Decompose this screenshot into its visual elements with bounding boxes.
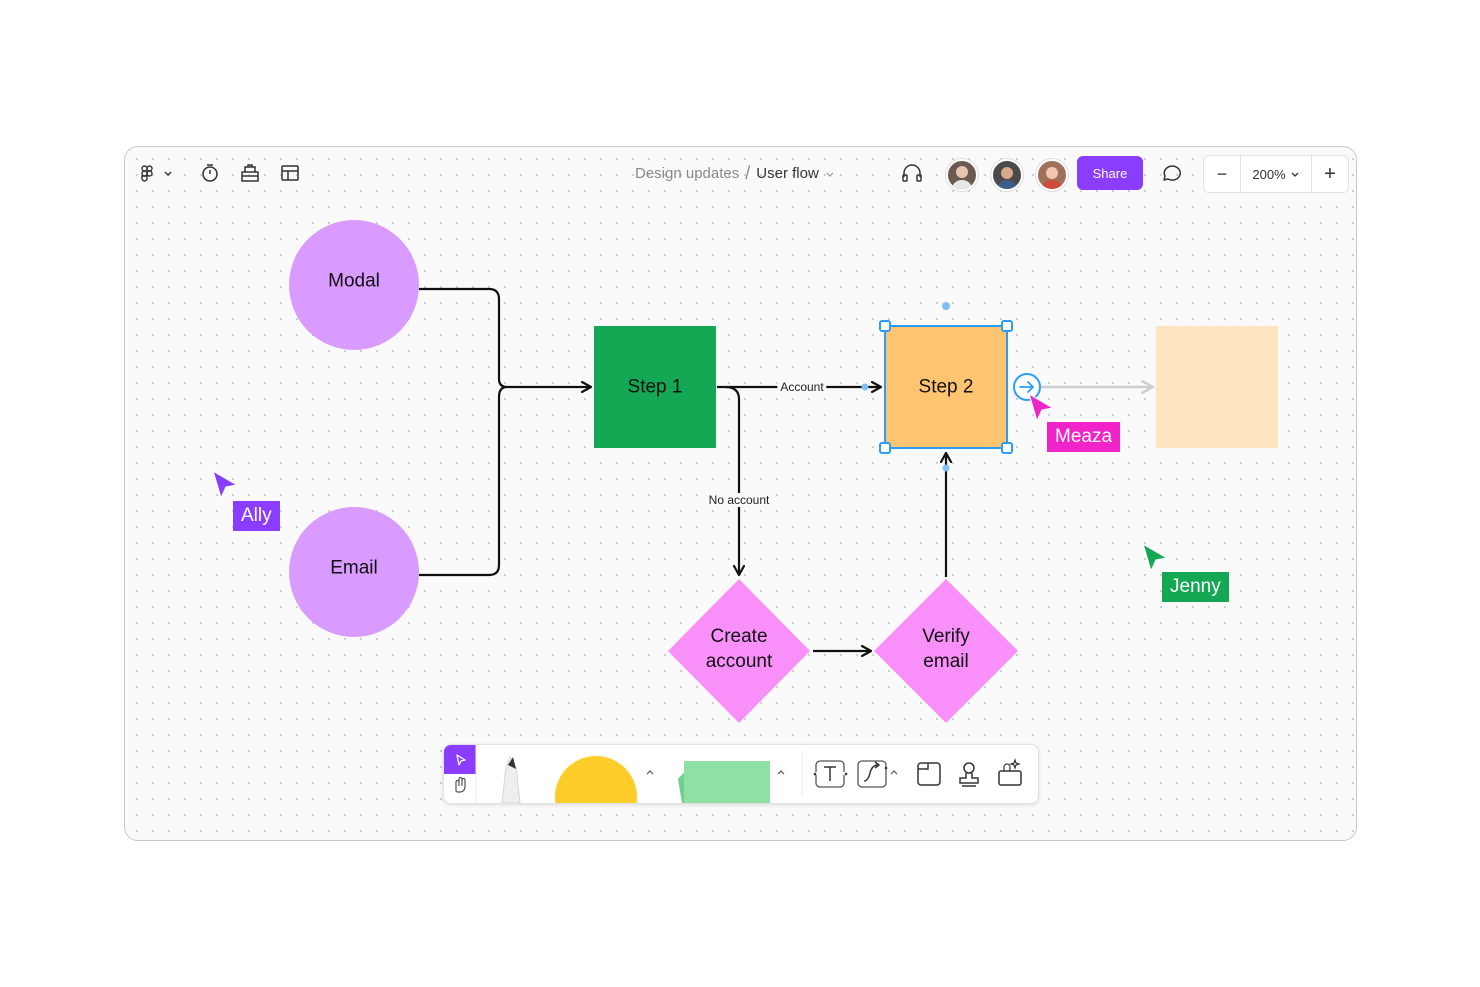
shape-circle-icon[interactable] bbox=[555, 756, 637, 803]
zoom-controls: − 200% + bbox=[1203, 155, 1349, 193]
main-menu-button[interactable] bbox=[133, 158, 179, 188]
breadcrumb: Design updates / User flow bbox=[635, 163, 835, 184]
breadcrumb-separator: / bbox=[745, 163, 751, 183]
whiteboard-canvas[interactable] bbox=[125, 147, 1356, 840]
divider bbox=[1311, 156, 1312, 192]
breadcrumb-parent[interactable]: Design updates bbox=[635, 165, 740, 182]
bottom-toolbar bbox=[443, 744, 1039, 804]
node-verify-email-label: Verify email bbox=[922, 626, 970, 672]
resize-handle-bl[interactable] bbox=[879, 442, 891, 454]
chevron-down-icon bbox=[1291, 172, 1299, 177]
comment-icon bbox=[1163, 165, 1181, 181]
connectors bbox=[419, 287, 1153, 651]
resize-handle-tr[interactable] bbox=[1001, 320, 1013, 332]
hand-icon[interactable] bbox=[455, 776, 466, 793]
chevron-up-icon[interactable] bbox=[646, 770, 654, 775]
stamp-icon[interactable] bbox=[959, 762, 979, 787]
avatar-face-icon bbox=[997, 167, 1017, 189]
section-icon[interactable] bbox=[917, 762, 941, 786]
zoom-level-dropdown[interactable]: 200% bbox=[1241, 156, 1311, 192]
connector-icon[interactable] bbox=[857, 760, 888, 788]
connector-dot-left[interactable] bbox=[861, 383, 869, 391]
cursor-label-ally: Ally bbox=[233, 501, 280, 531]
audio-button[interactable] bbox=[897, 158, 927, 188]
node-step2-label: Step 2 bbox=[918, 376, 974, 398]
cursor-label-jenny: Jenny bbox=[1162, 572, 1229, 602]
node-step2[interactable] bbox=[885, 326, 1007, 448]
avatar-face-icon bbox=[952, 166, 972, 189]
node-create-account[interactable] bbox=[668, 579, 810, 723]
edge-modal-step1[interactable] bbox=[419, 287, 591, 387]
divider bbox=[1240, 156, 1241, 192]
share-button[interactable]: Share bbox=[1077, 156, 1143, 190]
node-step1-label: Step 1 bbox=[627, 376, 683, 398]
node-ghost-placeholder[interactable] bbox=[1156, 326, 1278, 448]
layout-button[interactable] bbox=[275, 158, 305, 188]
cursor-ally-icon bbox=[211, 469, 239, 500]
node-step1[interactable] bbox=[594, 326, 716, 448]
rotate-handle[interactable] bbox=[942, 302, 950, 310]
select-tool[interactable] bbox=[444, 745, 476, 774]
pen-icon[interactable] bbox=[501, 755, 521, 803]
avatar-face-icon bbox=[1042, 167, 1062, 189]
selection-box bbox=[861, 302, 1041, 472]
cursor-jenny-icon bbox=[1141, 542, 1169, 573]
timer-button[interactable] bbox=[195, 158, 225, 188]
zoom-out-button[interactable]: − bbox=[1216, 163, 1228, 184]
node-verify-email[interactable] bbox=[874, 579, 1018, 723]
node-modal[interactable] bbox=[289, 220, 419, 350]
edge-email-step1[interactable] bbox=[419, 385, 508, 577]
more-tools-icon[interactable] bbox=[998, 758, 1022, 786]
headphones-icon bbox=[902, 164, 922, 182]
resize-handle-br[interactable] bbox=[1001, 442, 1013, 454]
select-icon bbox=[456, 754, 466, 766]
edge-label-no-account: No account bbox=[705, 493, 773, 507]
library-icon bbox=[241, 164, 259, 182]
resize-handle-tl[interactable] bbox=[879, 320, 891, 332]
library-button[interactable] bbox=[235, 158, 265, 188]
node-modal-label: Modal bbox=[328, 270, 380, 292]
comments-button[interactable] bbox=[1156, 158, 1186, 188]
figjam-window: Modal Email Step 1 Step 2 Create account… bbox=[124, 146, 1357, 841]
edge-label-account: Account bbox=[777, 380, 827, 394]
cursor-label-meaza: Meaza bbox=[1047, 422, 1121, 452]
chevron-down-icon[interactable] bbox=[825, 169, 835, 179]
avatar[interactable] bbox=[946, 159, 978, 191]
zoom-in-button[interactable]: + bbox=[1324, 162, 1336, 185]
avatar[interactable] bbox=[1036, 159, 1068, 191]
edge-step1-create[interactable] bbox=[724, 385, 739, 575]
sticky-note-icon[interactable] bbox=[678, 761, 770, 803]
node-create-account-label: Create account bbox=[705, 626, 773, 672]
avatar[interactable] bbox=[991, 159, 1023, 191]
breadcrumb-current[interactable]: User flow bbox=[756, 165, 819, 182]
connector-dot-bottom[interactable] bbox=[942, 464, 950, 472]
chevron-up-icon[interactable] bbox=[777, 770, 785, 775]
cursor-meaza-icon bbox=[1027, 392, 1055, 423]
add-connection-icon[interactable] bbox=[1013, 373, 1041, 401]
chevron-up-icon[interactable] bbox=[890, 770, 898, 775]
zoom-level-value: 200% bbox=[1252, 166, 1286, 182]
layout-icon bbox=[281, 165, 299, 181]
chevron-down-icon bbox=[164, 171, 172, 176]
figma-logo-icon bbox=[141, 165, 172, 182]
timer-icon bbox=[202, 164, 218, 182]
text-icon[interactable] bbox=[812, 760, 848, 788]
node-email-label: Email bbox=[330, 557, 378, 579]
node-email[interactable] bbox=[289, 507, 419, 637]
